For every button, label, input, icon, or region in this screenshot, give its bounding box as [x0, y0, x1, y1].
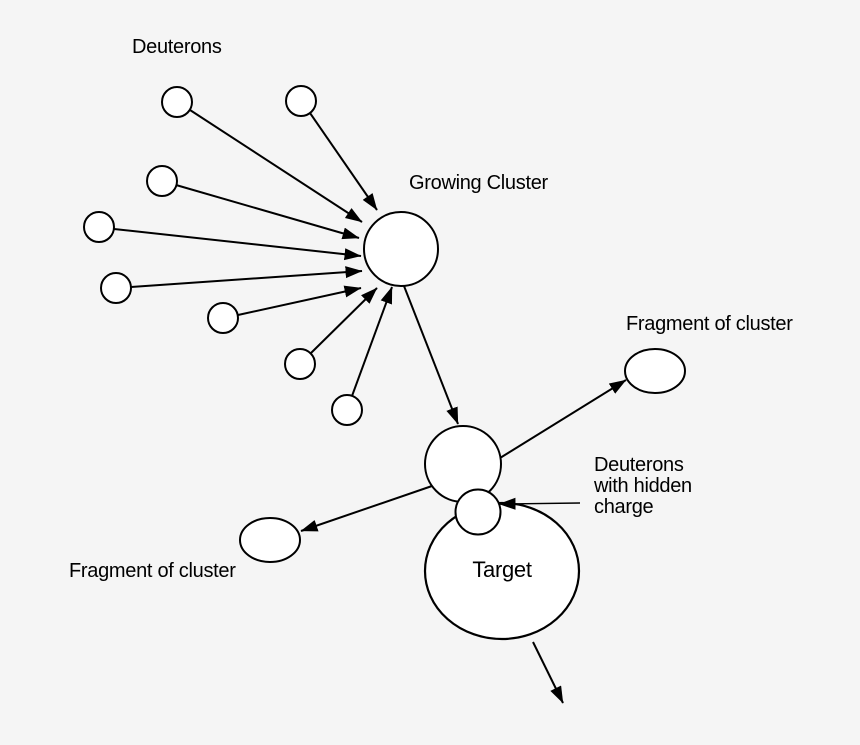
arrow-deuteron-2-to-cluster [309, 112, 378, 211]
arrow-deuteron-5-to-cluster [130, 266, 363, 288]
deuterons-label: Deuterons [132, 36, 222, 58]
deuteron-node-8 [331, 394, 363, 426]
fragment-of-cluster-top-label: Fragment of cluster [626, 313, 793, 335]
arrow-deuteron-7-to-cluster [310, 287, 378, 354]
deuteron-node-4 [83, 211, 115, 243]
fragment-bottom-node [239, 517, 301, 563]
deuteron-node-5 [100, 272, 132, 304]
growing-cluster-label: Growing Cluster [409, 172, 548, 194]
arrow-deuteron-4-to-cluster [113, 228, 362, 261]
hidden-charge-deuteron-node [454, 488, 502, 536]
deuteron-node-3 [146, 165, 178, 197]
arrow-target-exit [532, 641, 564, 704]
arrow-deuteron-1-to-cluster [189, 109, 363, 223]
fragment-of-cluster-bottom-label: Fragment of cluster [69, 560, 236, 582]
target-label: Target [472, 557, 532, 582]
deuteron-node-1 [161, 86, 193, 118]
arrow-deuteron-8-to-cluster [351, 286, 393, 397]
arrow-deuteron-6-to-cluster [237, 285, 362, 316]
arrow-to-fragment-top [499, 379, 627, 459]
deuterons-hidden-charge-label: Deuterons with hidden charge [594, 454, 692, 518]
arrow-deuteron-3-to-cluster [175, 184, 360, 240]
fragment-top-node [624, 348, 686, 394]
diagram-shapes [83, 85, 686, 704]
deuteron-node-6 [207, 302, 239, 334]
pointer-hidden-charge [498, 497, 581, 510]
deuteron-node-7 [284, 348, 316, 380]
arrow-to-fragment-bottom [300, 485, 433, 532]
deuteron-node-2 [285, 85, 317, 117]
arrow-cluster-travel [403, 285, 459, 425]
impacting-cluster-node [424, 425, 502, 503]
growing-cluster-node [363, 211, 439, 287]
